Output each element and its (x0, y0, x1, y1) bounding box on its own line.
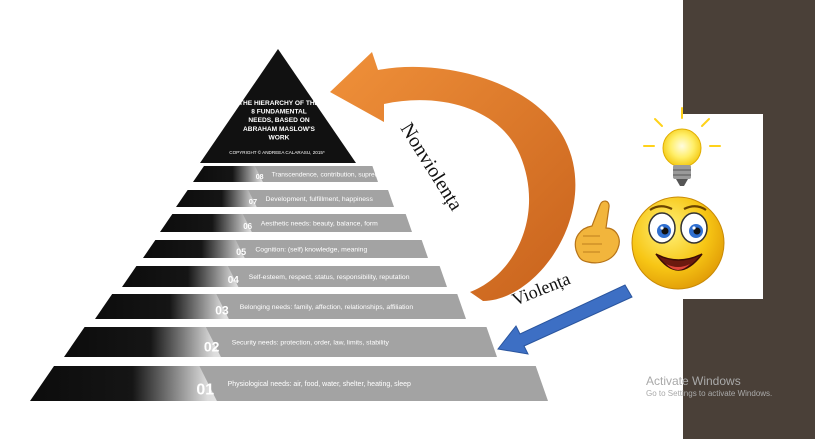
pyramid-level-band (235, 240, 428, 258)
pyramid-level-band (254, 166, 378, 182)
pyramid-level-band (248, 190, 394, 207)
pyramid-level-shade (30, 366, 258, 401)
pyramid-level-02: 02 Security needs: protection, order, law… (64, 327, 497, 357)
pyramid-level-01: 01 Physiological needs: air, food, water,… (30, 366, 548, 401)
pyramid-level-shade (95, 294, 261, 319)
pyramid-level-04: 04 Self-esteem, respect, status, responsi… (122, 266, 447, 287)
pyramid-title-line: WORK (269, 134, 290, 141)
pyramid-level-label: Security needs: protection, order, law, … (232, 339, 390, 346)
pyramid-level-number: 06 (243, 222, 252, 231)
pyramid-title-line: ABRAHAM MASLOW'S (243, 126, 315, 133)
pyramid-level-number: 03 (215, 304, 229, 318)
pyramid-copyright: COPYRIGHT © ANDREEA CALARASU, 2015* (229, 149, 325, 155)
pyramid-level-label: Transcendence, contribution, supreme mea… (272, 171, 412, 178)
pyramid-title-line: NEEDS, BASED ON (248, 117, 309, 124)
pyramid-title-line: THE HIERARCHY OF THE (239, 100, 320, 107)
watermark-title: Activate Windows (646, 374, 741, 388)
pyramid-level-number: 07 (249, 197, 257, 206)
pyramid-level-band (227, 266, 447, 287)
pyramid-level-label: Cognition: (self) knowledge, meaning (255, 246, 367, 253)
emoji-background (628, 114, 763, 299)
pyramid-level-band (205, 327, 497, 357)
pyramid-level-band (216, 294, 466, 319)
pyramid-level-number: 02 (204, 339, 220, 355)
pyramid-level-band (199, 366, 548, 401)
pyramid-level-label: Self-esteem, respect, status, responsibi… (249, 274, 410, 281)
pyramid-level-number: 08 (256, 174, 264, 181)
pyramid-level-number: 01 (196, 382, 214, 399)
pyramid-level-05: 05 Cognition: (self) knowledge, meaning (143, 240, 428, 258)
pyramid-level-shade (64, 327, 256, 357)
pyramid-title: THE HIERARCHY OF THE 8 FUNDAMENTALNEEDS, … (239, 100, 320, 141)
pyramid-level-number: 05 (236, 247, 246, 257)
pyramid-level-06: 06 Aesthetic needs: beauty, balance, form (160, 214, 412, 232)
nonviolence-arrow (330, 52, 576, 301)
windows-activation-watermark: Activate Windows Go to Settings to activ… (646, 374, 772, 398)
pyramid-level-07: 07 Development, fulfillment, happiness (176, 190, 394, 207)
pyramid-level-label: Development, fulfillment, happiness (266, 196, 374, 203)
pyramid-levels: 08 Transcendence, contribution, supreme m… (30, 166, 548, 401)
pyramid-level-number: 04 (228, 275, 240, 286)
pyramid-level-label: Belonging needs: family, affection, rela… (240, 304, 414, 311)
pyramid-level-label: Physiological needs: air, food, water, s… (228, 381, 411, 388)
pyramid-title-line: 8 FUNDAMENTAL (251, 109, 307, 116)
pyramid-level-08: 08 Transcendence, contribution, supreme m… (193, 166, 411, 182)
pyramid-level-03: 03 Belonging needs: family, affection, re… (95, 294, 466, 319)
pyramid-apex (200, 49, 356, 163)
nonviolence-label: Nonviolența (396, 119, 467, 215)
watermark-subtitle: Go to Settings to activate Windows. (646, 389, 773, 398)
pyramid-level-band (242, 214, 412, 232)
pyramid-level-label: Aesthetic needs: beauty, balance, form (261, 220, 378, 227)
